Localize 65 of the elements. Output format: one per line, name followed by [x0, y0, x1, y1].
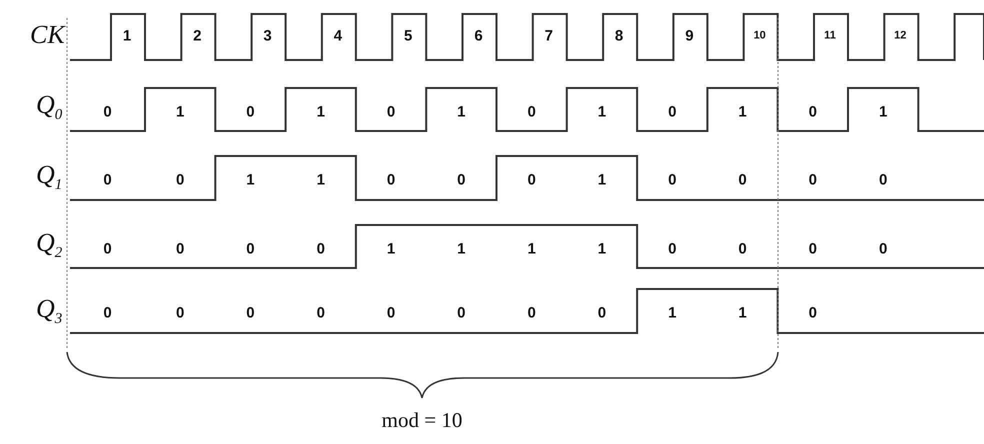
bit-value: 0 — [386, 172, 396, 188]
bit-value: 0 — [103, 241, 112, 256]
pulse-number: 3 — [263, 28, 272, 44]
signal-name: Q$_{0}$ — [36, 92, 62, 123]
bit-value: 0 — [246, 306, 255, 320]
bit-value: 0 — [176, 172, 184, 188]
bit-value: 0 — [103, 104, 112, 119]
pulse-number: 6 — [474, 28, 483, 44]
signal-name: CK — [30, 22, 65, 48]
signal-name: Q$_{3}$ — [36, 296, 62, 327]
signal-name: Q$_{2}$ — [36, 230, 62, 261]
signal-name: Q$_{1}$ — [36, 162, 62, 193]
bit-value: 1 — [457, 104, 466, 119]
bit-value: 0 — [808, 172, 818, 188]
bit-value: 0 — [668, 104, 676, 119]
bit-value: 0 — [457, 172, 466, 188]
pulse-number: 5 — [404, 28, 412, 44]
bit-value: 0 — [808, 104, 818, 119]
pulse-number: 8 — [614, 28, 624, 44]
bit-value: 1 — [527, 241, 536, 256]
bit-value: 0 — [527, 172, 536, 188]
bit-value: 1 — [386, 241, 396, 256]
bit-value: 0 — [176, 241, 184, 256]
bit-value: 0 — [738, 241, 747, 256]
bit-value: 1 — [598, 172, 606, 188]
pulse-number: 11 — [824, 30, 836, 42]
bit-value: 0 — [598, 306, 606, 320]
bit-value: 0 — [668, 241, 676, 256]
bit-value: 1 — [668, 306, 676, 320]
modulus-label: mod = 10 — [382, 410, 462, 431]
pulse-number: 4 — [334, 28, 342, 44]
bit-value: 1 — [598, 104, 606, 119]
bit-value: 1 — [457, 241, 466, 256]
bit-value: 0 — [527, 104, 536, 119]
bit-value: 1 — [738, 306, 747, 320]
bit-value: 0 — [527, 306, 536, 320]
bit-value: 1 — [598, 241, 606, 256]
bit-value: 0 — [808, 241, 818, 256]
bit-value: 0 — [738, 172, 747, 188]
pulse-number: 7 — [544, 28, 553, 44]
bit-value: 1 — [738, 104, 747, 119]
pulse-number: 10 — [754, 30, 766, 42]
bit-value: 0 — [808, 306, 818, 320]
bit-value: 1 — [316, 104, 325, 119]
bit-value: 1 — [878, 104, 888, 119]
pulse-number: 2 — [193, 28, 202, 44]
pulse-number: 9 — [685, 28, 694, 44]
bit-value: 0 — [878, 241, 888, 256]
bit-value: 0 — [246, 241, 255, 256]
bit-value: 0 — [316, 306, 325, 320]
bit-value: 0 — [386, 306, 396, 320]
bit-value: 0 — [878, 172, 888, 188]
bit-value: 0 — [457, 306, 466, 320]
bit-value: 1 — [176, 104, 184, 119]
bit-value: 0 — [386, 104, 396, 119]
bit-value: 0 — [103, 172, 112, 188]
bit-value: 1 — [246, 172, 255, 188]
bit-value: 0 — [246, 104, 255, 119]
bit-value: 1 — [316, 172, 325, 188]
pulse-number: 12 — [894, 30, 906, 42]
bit-value: 0 — [316, 241, 325, 256]
bit-value: 0 — [668, 172, 676, 188]
bit-value: 0 — [103, 306, 112, 320]
pulse-number: 1 — [122, 28, 132, 44]
bit-value: 0 — [176, 306, 184, 320]
